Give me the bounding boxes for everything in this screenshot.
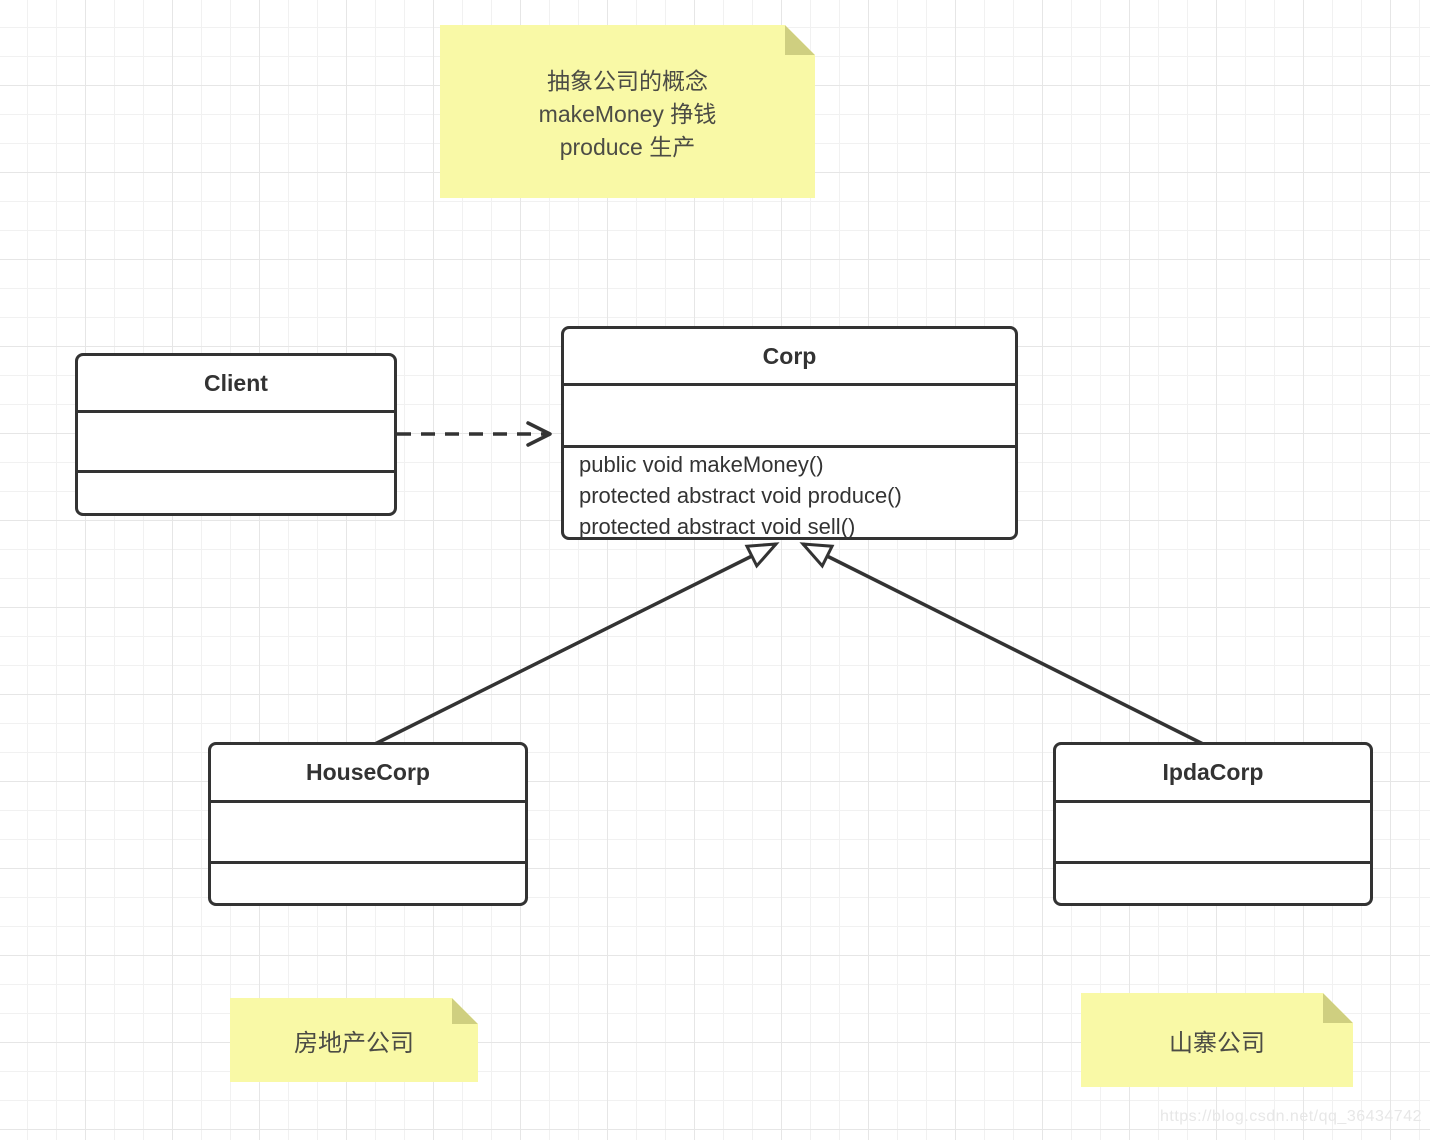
sticky-note-realestate[interactable]: 房地产公司: [230, 998, 478, 1082]
csdn-watermark: https://blog.csdn.net/qq_36434742: [1159, 1108, 1422, 1125]
class-attributes-client: [78, 410, 394, 470]
class-box-ipdacorp[interactable]: IpdaCorp: [1053, 742, 1373, 906]
class-title-ipdacorp: IpdaCorp: [1162, 759, 1264, 785]
method-makemoney: public void makeMoney(): [579, 452, 824, 477]
note-line: 抽象公司的概念: [547, 68, 708, 94]
note-text: 山寨公司: [1169, 1029, 1265, 1057]
note-text: 房地产公司: [294, 1029, 414, 1057]
note-line: produce 生产: [559, 134, 696, 160]
class-attributes-corp: [564, 383, 1015, 445]
generalization-arrow-ipdacorp-to-corp[interactable]: [799, 542, 1204, 746]
note-line: makeMoney 挣钱: [538, 101, 717, 127]
generalization-arrow-housecorp-to-corp[interactable]: [374, 542, 780, 746]
class-operations-housecorp: [211, 861, 525, 903]
method-produce: protected abstract void produce(): [579, 483, 902, 508]
class-operations-client: [78, 470, 394, 513]
note-fold-corner: [1323, 993, 1353, 1023]
class-box-client[interactable]: Client: [75, 353, 397, 516]
class-title-client: Client: [204, 369, 268, 396]
class-title-housecorp: HouseCorp: [306, 759, 430, 785]
method-sell: protected abstract void sell(): [579, 514, 856, 539]
class-operations-corp: public void makeMoney() protected abstra…: [564, 445, 1015, 542]
class-attributes-ipdacorp: [1056, 800, 1370, 861]
sticky-note-knockoff[interactable]: 山寨公司: [1081, 993, 1353, 1087]
class-title-corp: Corp: [762, 342, 817, 369]
class-box-corp[interactable]: Corp public void makeMoney() protected a…: [561, 326, 1018, 540]
class-attributes-housecorp: [211, 800, 525, 861]
note-fold-corner: [785, 25, 815, 55]
class-operations-ipdacorp: [1056, 861, 1370, 903]
note-fold-corner: [452, 998, 478, 1024]
class-box-housecorp[interactable]: HouseCorp: [208, 742, 528, 906]
sticky-note-abstract-concept[interactable]: 抽象公司的概念 makeMoney 挣钱 produce 生产: [440, 25, 815, 198]
